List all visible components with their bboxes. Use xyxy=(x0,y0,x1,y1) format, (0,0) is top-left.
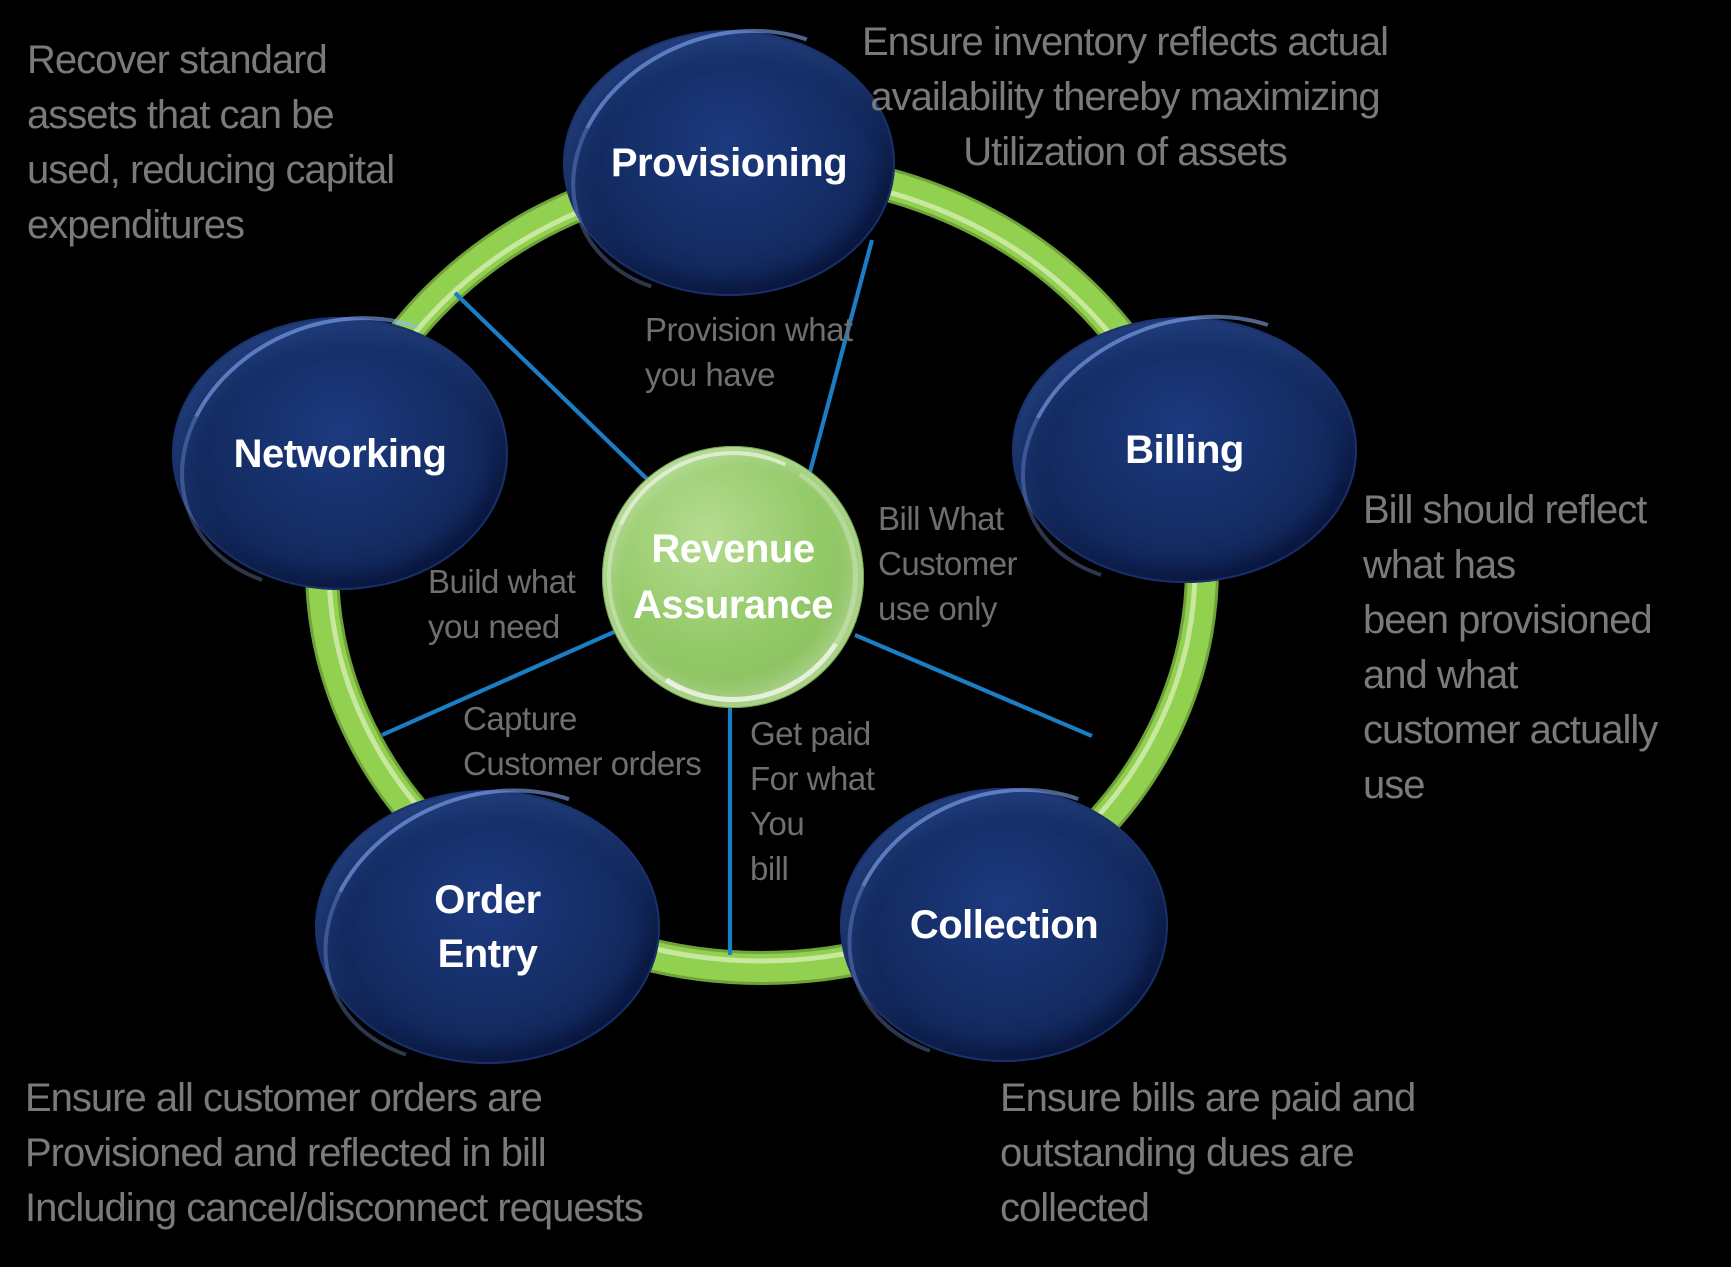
node-billing: Billing xyxy=(1012,317,1357,583)
connector-label-networking: Build what you need xyxy=(428,563,576,645)
note-provisioning: Ensure inventory reflects actual availab… xyxy=(861,20,1389,174)
connector-label-order-entry: Capture Customer orders xyxy=(463,700,702,782)
note-networking: Recover standard assets that can be used… xyxy=(27,38,395,247)
connector-line-upper-right xyxy=(807,239,875,473)
connector-label-billing: Bill What Customer use only xyxy=(878,500,1018,627)
note-order-entry: Ensure all customer orders are Provision… xyxy=(25,1076,644,1230)
node-provisioning-label: Provisioning xyxy=(610,141,848,185)
node-networking-label: Networking xyxy=(233,431,447,476)
note-collection: Ensure bills are paid and outstanding du… xyxy=(1000,1076,1416,1230)
connector-line-lower-left xyxy=(381,630,615,737)
connector-line-right xyxy=(854,633,1093,738)
node-order-entry-label: Order Entry xyxy=(434,878,541,976)
node-provisioning: Provisioning xyxy=(563,30,895,296)
hub-revenue-assurance: Revenue Assurance xyxy=(602,446,864,708)
connector-label-collection: Get paid For what You bill xyxy=(750,715,875,887)
note-billing: Bill should reflect what has been provis… xyxy=(1363,488,1658,807)
connector-label-provisioning: Provision what you have xyxy=(645,311,853,393)
hub-revenue-assurance-label: Revenue Assurance xyxy=(632,527,834,627)
connector-line-upper-left xyxy=(453,291,649,481)
node-billing-label: Billing xyxy=(1125,428,1244,472)
node-collection: Collection xyxy=(840,788,1168,1062)
node-networking: Networking xyxy=(172,317,508,590)
node-order-entry: Order Entry xyxy=(315,790,660,1064)
node-collection-label: Collection xyxy=(909,903,1099,947)
